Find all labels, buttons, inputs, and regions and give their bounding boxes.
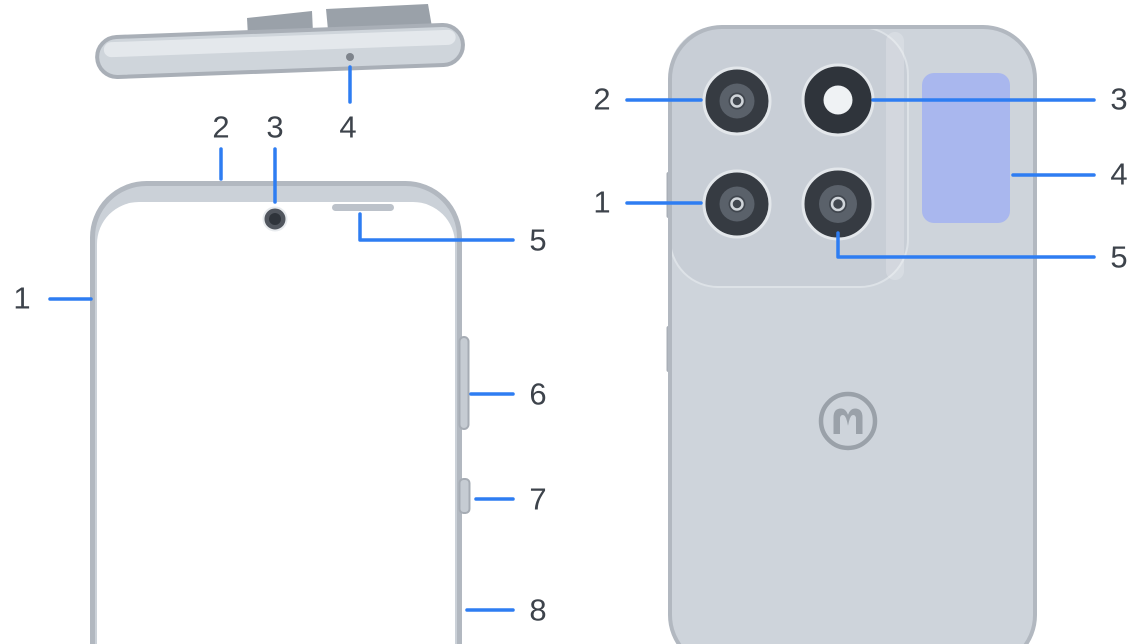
microphone-dot-icon [346,53,354,61]
back-callout-3: 3 [1110,81,1128,117]
back-callout-2: 2 [593,81,611,117]
flash-panel [922,73,1010,223]
back-callout-1: 1 [593,184,611,220]
line-front-5 [358,212,515,242]
top-camera-bump-right [326,4,432,30]
back-camera-1 [702,169,772,239]
top-edge-highlight [103,29,456,58]
power-button [458,478,471,514]
front-callout-8: 8 [529,592,547,628]
motorola-logo-icon [818,391,878,451]
front-callout-7: 7 [529,481,547,517]
back-callout-5: 5 [1110,239,1128,275]
back-camera-3 [801,63,875,137]
earpiece-slot [332,204,394,211]
front-callout-3: 3 [266,109,284,145]
back-camera-2 [702,66,772,136]
front-callout-1: 1 [13,280,31,316]
top-edge-view [95,4,465,79]
front-callout-5: 5 [529,222,547,258]
back-view [666,25,1037,644]
back-body-outline [668,25,1037,644]
front-camera-lens [269,213,281,225]
camera-island-highlight [886,32,904,280]
front-view [90,181,471,644]
callout-lines [48,65,1096,612]
front-callout-2: 2 [212,109,230,145]
front-callout-6: 6 [529,376,547,412]
camera-island [669,26,909,288]
back-camera-5 [801,167,875,241]
volume-button [458,336,470,430]
line-back-5 [836,231,1096,259]
front-screen [97,202,455,644]
back-callout-4: 4 [1110,156,1128,192]
front-callout-4: 4 [339,109,357,145]
